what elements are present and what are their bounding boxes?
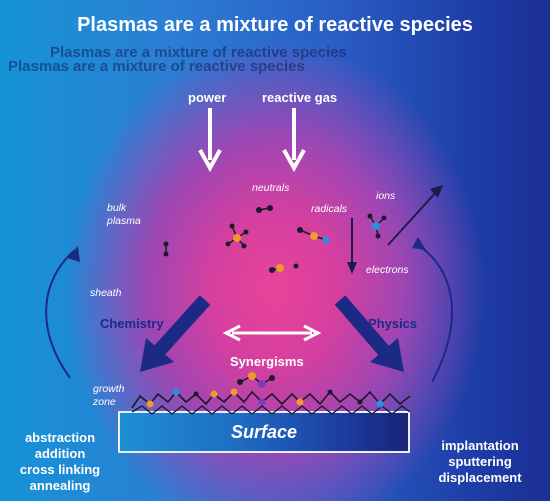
power-label: power [188, 90, 227, 105]
neutral-molecule-1 [256, 205, 273, 213]
right-curved-arrow [417, 244, 453, 383]
ghost-title-2: Plasmas are a mixture of reactive specie… [8, 58, 305, 75]
radical-molecule-2 [297, 227, 330, 244]
electrons-label: electrons [366, 264, 409, 276]
surface-box: Surface [118, 411, 410, 453]
radical-molecule-1 [225, 223, 249, 249]
process-implantation: implantation [441, 438, 519, 453]
synergisms-double-arrow [222, 324, 322, 342]
left-curved-arrow [45, 249, 76, 379]
physics-label: Physics [368, 316, 418, 331]
process-cross-linking: cross linking [19, 462, 101, 477]
right-curved-arrowhead [412, 237, 426, 250]
diagram-title: Plasmas are a mixture of reactive specie… [77, 14, 473, 36]
neutral-molecule-3 [163, 241, 169, 257]
growth-zone-polymer [131, 388, 411, 415]
gas-arrow [282, 108, 306, 173]
physics-arrow [334, 295, 404, 372]
process-sputtering: sputtering [448, 454, 512, 469]
growth-zone-label: growth zone [93, 383, 125, 408]
sheath-label: sheath [90, 287, 122, 299]
power-arrow [198, 108, 222, 173]
radicals-label: radicals [311, 203, 348, 215]
surface-adsorbed-molecule [237, 372, 275, 388]
synergisms-label: Synergisms [230, 354, 304, 369]
neutrals-label: neutrals [252, 182, 290, 194]
left-curved-arrowhead [67, 246, 80, 262]
left-process-list: abstraction addition cross linking annea… [8, 430, 112, 494]
chemistry-arrow [140, 295, 211, 372]
chemistry-label: Chemistry [100, 316, 164, 331]
surface-label: Surface [230, 421, 298, 442]
ion-molecule-1 [367, 213, 387, 239]
right-process-list: implantation sputtering displacement [420, 438, 540, 486]
electron-escape-arrow [387, 185, 443, 246]
process-addition: addition [34, 446, 86, 461]
bulk-plasma-label: bulk plasma [107, 202, 141, 227]
process-annealing: annealing [29, 478, 91, 493]
neutral-molecule-2 [269, 263, 299, 273]
reactive-gas-label: reactive gas [262, 90, 338, 105]
process-abstraction: abstraction [24, 430, 96, 445]
ions-label: ions [376, 190, 396, 202]
ghost-title-1: Plasmas are a mixture of reactive specie… [50, 44, 347, 61]
electron-down-arrow [347, 218, 357, 274]
process-displacement: displacement [438, 470, 522, 485]
